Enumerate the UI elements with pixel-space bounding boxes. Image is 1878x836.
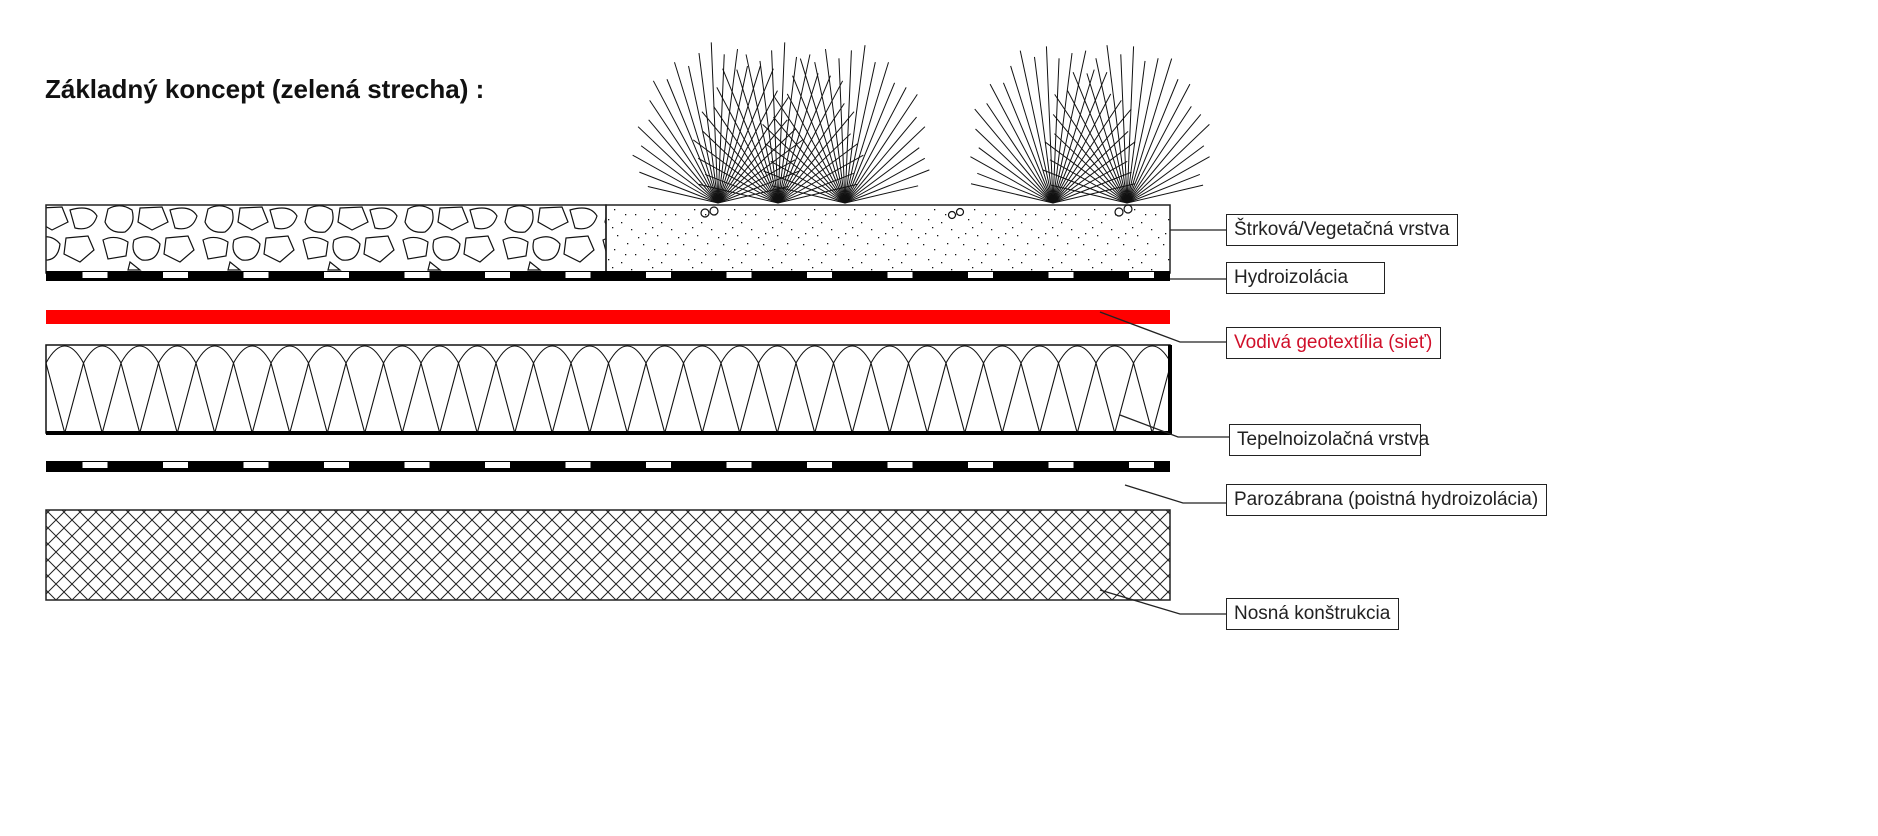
- leader-lines: [1099, 229, 1229, 615]
- gravel-layer: [45, 204, 607, 274]
- plant-tuft: [1042, 45, 1210, 204]
- plant-tufts: [632, 42, 1210, 204]
- plant-tuft: [762, 45, 930, 204]
- plant-tuft: [632, 42, 804, 204]
- conductive-geotextile: [46, 310, 1170, 324]
- load-bearing-structure: [45, 509, 1171, 601]
- label-vegetation-layer: Štrková/Vegetačná vrstva: [1226, 214, 1459, 246]
- label-conductive-geotextile: Vodivá geotextília (sieť): [1226, 327, 1442, 359]
- label-vapor-barrier: Parozábrana (poistná hydroizolácia): [1226, 484, 1548, 516]
- waterproofing-membrane: [46, 271, 1170, 281]
- pebbles: [700, 204, 1133, 220]
- label-waterproofing: Hydroizolácia: [1226, 262, 1385, 294]
- plant-tuft: [970, 46, 1136, 204]
- thermal-insulation-layer: [45, 344, 1171, 434]
- vapor-barrier: [46, 461, 1170, 472]
- label-load-bearing-structure: Nosná konštrukcia: [1226, 598, 1400, 630]
- label-thermal-insulation: Tepelnoizolačná vrstva: [1229, 424, 1429, 456]
- vegetation-substrate-layer: [605, 204, 1171, 274]
- diagram-title: Základný koncept (zelená strecha) :: [45, 74, 485, 104]
